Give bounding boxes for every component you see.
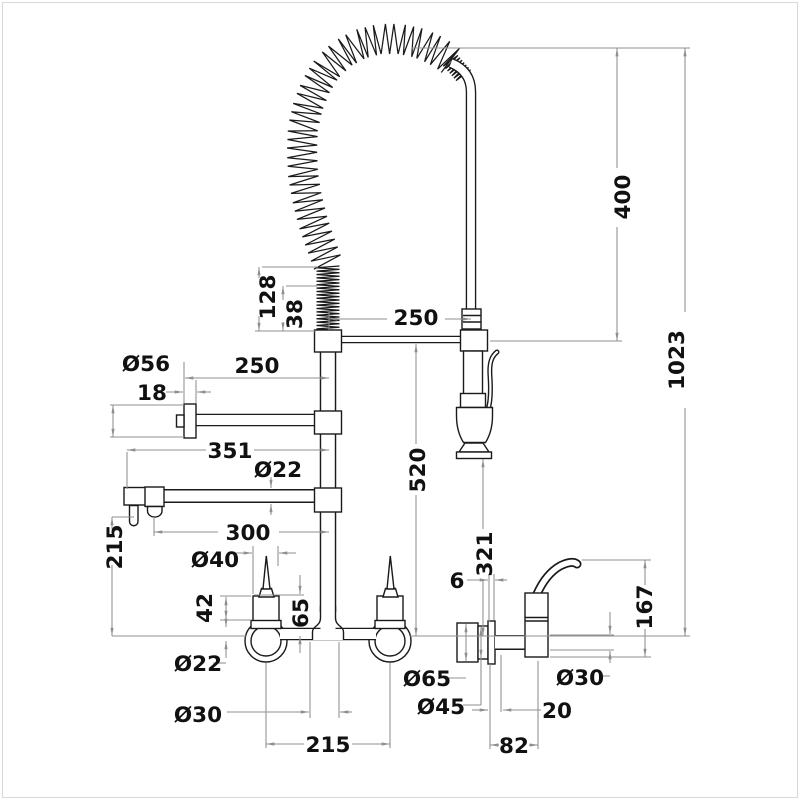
dim-label-top-250: 250 xyxy=(394,306,439,331)
wall-flange xyxy=(183,403,197,439)
dim-label-128: 128 xyxy=(256,275,281,320)
spout-cap xyxy=(144,486,165,508)
right-valve-body xyxy=(376,595,404,622)
dim-label-520: 520 xyxy=(406,448,431,493)
side-valve-body xyxy=(524,592,549,658)
dim-label-dia45: Ø45 xyxy=(417,695,465,720)
riser-block-mid xyxy=(313,410,343,435)
riser-block-low xyxy=(313,487,343,513)
dim-label-65: 65 xyxy=(289,598,314,628)
dimension-labels: 250 400 1023 128 38 Ø56 18 250 351 Ø22 3… xyxy=(103,175,690,759)
riser-block-top xyxy=(313,329,343,353)
right-valve-band xyxy=(374,619,406,630)
dimension-lines xyxy=(110,47,687,747)
spray-bell-rim xyxy=(455,451,493,460)
riser-tee-left xyxy=(311,606,322,640)
dim-label-351: 351 xyxy=(208,439,253,464)
left-handle-base xyxy=(258,587,275,598)
dim-label-dia56: Ø56 xyxy=(122,352,170,377)
dim-label-dia30-bottom: Ø30 xyxy=(174,703,222,728)
dim-label-167: 167 xyxy=(633,585,658,630)
spring-hose-loop xyxy=(287,23,460,270)
dim-label-215-horizontal: 215 xyxy=(306,733,351,758)
dim-label-300: 300 xyxy=(226,521,271,546)
dim-label-38: 38 xyxy=(283,299,308,329)
valve-cylinder xyxy=(462,350,484,395)
right-handle-base xyxy=(382,587,399,598)
lower-spout-arm xyxy=(123,486,322,527)
spray-bell-flare xyxy=(457,442,491,453)
dim-label-dia65: Ø65 xyxy=(403,667,451,692)
bottom-wall-assembly xyxy=(244,555,412,663)
side-wall-plate xyxy=(456,622,479,663)
left-valve-band xyxy=(250,619,282,630)
upper-wall-arm xyxy=(175,403,322,439)
coupling-nut xyxy=(459,392,487,409)
dim-label-dia22-spout: Ø22 xyxy=(254,458,302,483)
left-valve-body xyxy=(252,595,280,622)
dim-label-82: 82 xyxy=(499,734,529,759)
spray-valve-body xyxy=(455,406,494,444)
spout-side-pin xyxy=(128,504,139,527)
spray-down-pipe xyxy=(448,58,477,311)
dim-label-dia22-bottom: Ø22 xyxy=(174,652,222,677)
left-handle-spike xyxy=(262,555,271,590)
support-clamp xyxy=(459,329,489,352)
dim-label-dia40: Ø40 xyxy=(191,548,239,573)
dim-label-42: 42 xyxy=(193,593,218,623)
dim-label-20: 20 xyxy=(542,699,572,724)
side-view-valve-detail xyxy=(456,557,582,665)
dim-label-6: 6 xyxy=(450,569,465,594)
dim-label-dia30-side: Ø30 xyxy=(556,666,604,691)
dim-label-321: 321 xyxy=(473,532,498,577)
dim-label-18: 18 xyxy=(137,381,167,406)
right-handle-spike xyxy=(386,555,395,590)
spout-outlet-dome xyxy=(146,505,163,518)
wall-flange-tab xyxy=(175,414,185,428)
riser-tee-right xyxy=(334,606,345,640)
side-flange-lip xyxy=(487,620,496,665)
spout-body xyxy=(123,486,147,506)
dim-label-400: 400 xyxy=(611,175,636,220)
dim-label-215-vertical: 215 xyxy=(103,525,128,570)
spray-valve-assembly xyxy=(455,308,500,460)
dim-label-left-250: 250 xyxy=(235,354,280,379)
dim-label-1023: 1023 xyxy=(665,330,690,390)
extension-lines xyxy=(110,47,690,749)
